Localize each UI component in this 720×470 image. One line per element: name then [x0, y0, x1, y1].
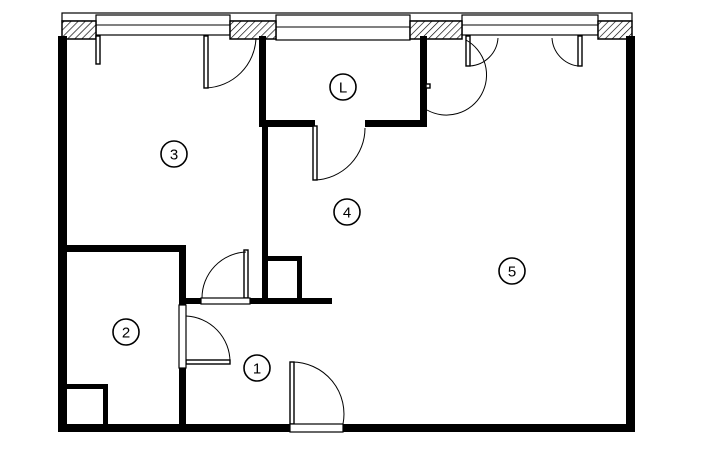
wall-corridor-b: [250, 298, 332, 304]
walls: [58, 36, 635, 432]
door-room2-arc: [185, 315, 231, 363]
door-window-right-b: [577, 35, 583, 67]
door-loggia-right-pivot: [425, 83, 431, 89]
wall-closet-top: [262, 256, 302, 261]
door-room3: [243, 249, 249, 299]
wall-partition-3-4: [262, 126, 268, 302]
wall-room2-top: [62, 245, 186, 252]
room-label-L: L: [339, 80, 347, 97]
door-entrance: [289, 361, 295, 425]
door-loggia-bottom-arc: [314, 127, 366, 181]
wall-loggia-left: [259, 36, 266, 126]
door-balcony-3-arc: [205, 37, 257, 89]
column-3: [409, 20, 463, 40]
wall-exterior-left: [58, 36, 67, 432]
wall-corridor-a: [179, 298, 201, 304]
room-marker-L: L: [329, 73, 357, 101]
door-loggia-right-arc: [426, 39, 488, 116]
columns: [61, 20, 633, 40]
room-marker-3: 3: [160, 140, 188, 168]
wall-corner-closet-right: [103, 384, 108, 426]
room-label-4: 4: [343, 205, 351, 222]
room-label-3: 3: [170, 147, 178, 164]
room-label-2: 2: [122, 325, 130, 342]
wall-loggia-bottom-b: [365, 120, 427, 127]
wall-closet-right: [297, 256, 302, 302]
door-loggia-bottom: [312, 125, 318, 181]
room-marker-2: 2: [112, 318, 140, 346]
wall-room2-right-upper: [179, 245, 186, 305]
wall-exterior-right: [626, 36, 635, 432]
wall-corner-closet-top: [62, 384, 108, 389]
top-windows: [61, 12, 633, 41]
wall-exterior-bottom-right: [343, 424, 635, 432]
door-window-left: [95, 35, 101, 65]
wall-loggia-right: [420, 36, 427, 126]
doors: [95, 35, 583, 433]
column-4: [597, 20, 633, 40]
door-balcony-3: [203, 35, 209, 89]
room-marker-5: 5: [498, 257, 526, 285]
room-label-5: 5: [508, 264, 516, 281]
room-marker-1: 1: [243, 354, 271, 382]
door-window-right-a: [465, 35, 471, 67]
room-label-1: 1: [253, 361, 261, 378]
column-2: [229, 20, 277, 40]
wall-loggia-bottom-a: [259, 120, 315, 127]
room-marker-4: 4: [333, 198, 361, 226]
column-1: [61, 20, 97, 40]
door-room3-arc: [201, 251, 247, 299]
wall-exterior-bottom-left: [58, 424, 290, 432]
door-room2-threshold: [178, 304, 187, 369]
door-entrance-arc: [291, 361, 345, 425]
door-room3-threshold: [200, 297, 251, 305]
wall-room2-right-lower: [179, 368, 186, 428]
door-entrance-threshold: [289, 423, 344, 433]
door-room2: [185, 359, 231, 365]
